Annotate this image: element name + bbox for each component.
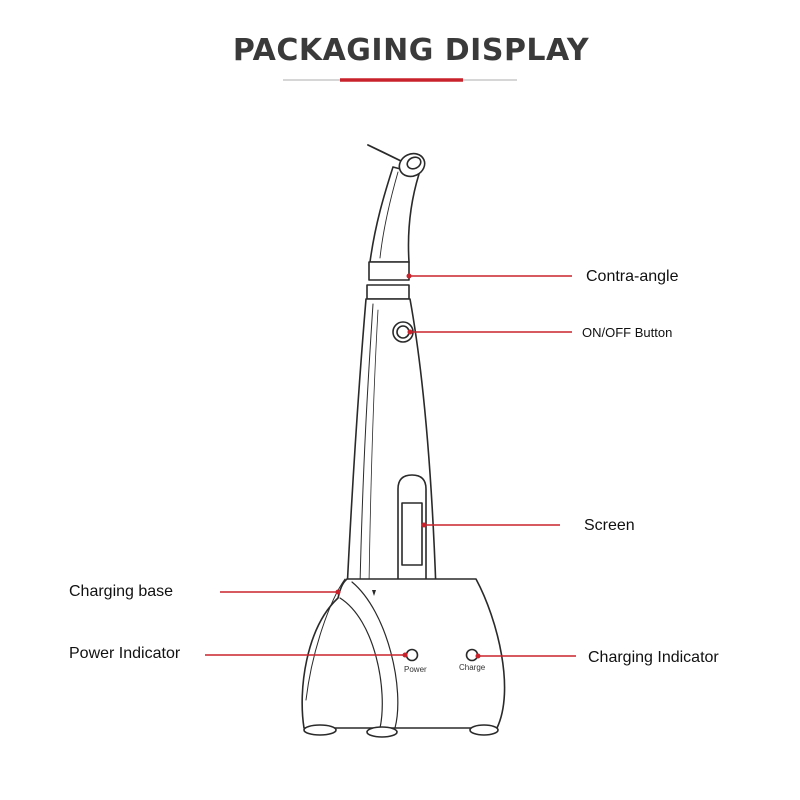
coupling-ring bbox=[366, 284, 410, 300]
page-title: PACKAGING DISPLAY bbox=[232, 33, 590, 68]
label-charging-base: Charging base bbox=[69, 583, 174, 600]
base-foot bbox=[366, 726, 398, 738]
base-foot bbox=[303, 724, 337, 736]
contra-angle-coupling bbox=[368, 261, 410, 281]
contra-angle-neck bbox=[369, 166, 420, 263]
base-foot bbox=[469, 724, 499, 736]
charge-led-label: Charge bbox=[459, 663, 486, 672]
file-needle bbox=[367, 144, 402, 162]
screen bbox=[401, 502, 423, 566]
contra-angle-head bbox=[398, 152, 426, 178]
label-charging-indicator: Charging Indicator bbox=[588, 649, 719, 666]
label-power-indicator: Power Indicator bbox=[69, 645, 181, 662]
power-indicator-led bbox=[405, 648, 419, 662]
label-screen: Screen bbox=[584, 517, 635, 534]
power-led-label: Power bbox=[404, 665, 427, 674]
label-on-off-button: ON/OFF Button bbox=[582, 325, 673, 340]
label-contra-angle: Contra-angle bbox=[586, 268, 679, 285]
